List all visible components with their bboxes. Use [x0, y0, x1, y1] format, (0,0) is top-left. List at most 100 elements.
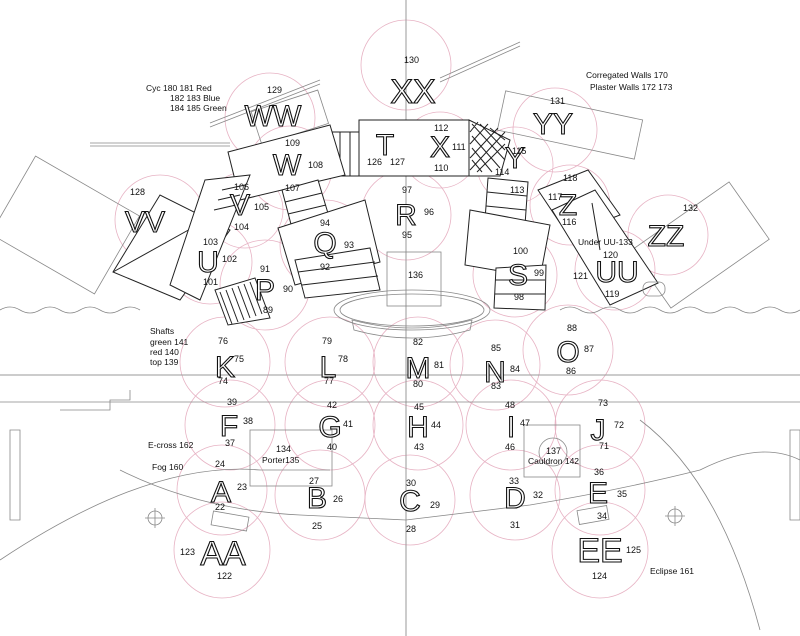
side-walls	[9, 429, 800, 521]
channel-number: 112	[434, 123, 448, 133]
stage-riser	[333, 251, 491, 339]
focus-circle-zz	[627, 194, 709, 276]
area-letter-vv: VV	[125, 206, 165, 239]
focus-circle-e	[554, 444, 646, 536]
num-porter-box: 134	[276, 444, 291, 454]
focus-circle-yy	[512, 87, 598, 173]
note-cyc-3: 184 185 Green	[170, 103, 227, 113]
area-letter-s: S	[508, 259, 528, 292]
focus-circle-m	[372, 316, 464, 408]
area-letter-i: I	[507, 411, 515, 444]
area-letter-a: A	[211, 476, 231, 509]
stage-edge	[0, 390, 330, 561]
area-letter-o: O	[556, 336, 579, 369]
q-platform	[277, 179, 381, 299]
area-letter-yy: YY	[533, 108, 573, 141]
channel-number: 131	[550, 96, 565, 106]
aa-step	[210, 510, 250, 532]
channel-number: 97	[402, 185, 412, 195]
note-shafts-4: top 139	[150, 357, 179, 367]
channel-number: 82	[413, 337, 423, 347]
channel-number: 38	[243, 416, 253, 426]
channel-number: 98	[514, 292, 524, 302]
y-s-platform	[464, 177, 551, 311]
note-shafts-1: Shafts	[150, 326, 174, 336]
channel-number: 101	[203, 277, 218, 287]
cauldron-circle	[538, 437, 568, 467]
area-letter-ww: WW	[245, 100, 302, 133]
channel-number: 123	[180, 547, 195, 557]
channel-number: 44	[431, 420, 441, 430]
channel-number: 108	[308, 160, 323, 170]
channel-number: 130	[404, 55, 419, 65]
u-v-stairs	[169, 174, 271, 326]
channel-number: 24	[215, 459, 225, 469]
note-shafts-3: red 140	[150, 347, 179, 357]
channel-number: 85	[491, 343, 501, 353]
channel-number: 132	[683, 203, 698, 213]
num-center-box: 136	[408, 270, 423, 280]
porter-box	[249, 429, 333, 487]
channel-number: 116	[562, 217, 576, 227]
area-letter-xx: XX	[390, 73, 435, 111]
area-letter-k: K	[215, 351, 235, 384]
channel-number: 23	[237, 482, 247, 492]
cauldron-box	[523, 424, 581, 478]
area-letter-e: E	[588, 477, 608, 510]
walls	[90, 41, 644, 160]
channel-number: 42	[327, 400, 337, 410]
channel-number: 27	[309, 476, 319, 486]
channel-number: 46	[505, 442, 515, 452]
channel-number: 84	[510, 364, 520, 374]
area-letter-n: N	[484, 356, 506, 389]
area-letter-h: H	[407, 411, 429, 444]
channel-number: 39	[227, 397, 237, 407]
channel-number: 36	[594, 467, 604, 477]
channel-number: 89	[263, 305, 273, 315]
channel-number: 26	[333, 494, 343, 504]
apron-side-line	[639, 419, 761, 631]
channel-number: 120	[603, 250, 618, 260]
channel-number: 48	[505, 400, 515, 410]
channel-number: 122	[217, 571, 232, 581]
note-eclipse: Eclipse 161	[650, 566, 694, 576]
channel-number: 129	[267, 85, 282, 95]
channel-number: 76	[218, 336, 228, 346]
note-fog: Fog 160	[152, 462, 183, 472]
channel-number: 40	[327, 442, 337, 452]
channel-number: 93	[344, 240, 354, 250]
channel-number: 35	[617, 489, 627, 499]
channel-number: 41	[343, 419, 353, 429]
note-porter: Porter135	[262, 455, 300, 465]
channel-number: 47	[520, 418, 530, 428]
note-cyc-2: 182 183 Blue	[170, 93, 220, 103]
area-letter-p: P	[255, 274, 275, 307]
channel-number: 81	[434, 360, 444, 370]
channel-number: 119	[605, 289, 619, 299]
area-letter-t: T	[376, 129, 394, 162]
channel-number: 71	[599, 441, 609, 451]
channel-number: 86	[566, 366, 576, 376]
focus-circle-d	[469, 449, 561, 541]
focus-circle-aa	[173, 501, 271, 599]
channel-number: 31	[510, 520, 520, 530]
note-ecross: E-cross 162	[148, 440, 194, 450]
channel-number: 99	[534, 268, 544, 278]
crosshair-marks	[145, 506, 685, 528]
channel-number: 37	[225, 438, 235, 448]
channel-number: 90	[283, 284, 293, 294]
channel-number: 124	[592, 571, 607, 581]
note-cauldron: Cauldron 142	[528, 456, 579, 466]
area-letter-q: Q	[313, 227, 336, 260]
note-cyc-1: Cyc 180 181 Red	[146, 83, 212, 93]
note-shafts-2: green 141	[150, 337, 189, 347]
area-letter-f: F	[220, 410, 238, 443]
channel-number: 107	[285, 183, 300, 193]
ee-step	[576, 505, 610, 525]
apron-line	[119, 451, 800, 521]
channel-number: 30	[406, 478, 416, 488]
note-under-uu: Under UU-133	[578, 237, 633, 247]
